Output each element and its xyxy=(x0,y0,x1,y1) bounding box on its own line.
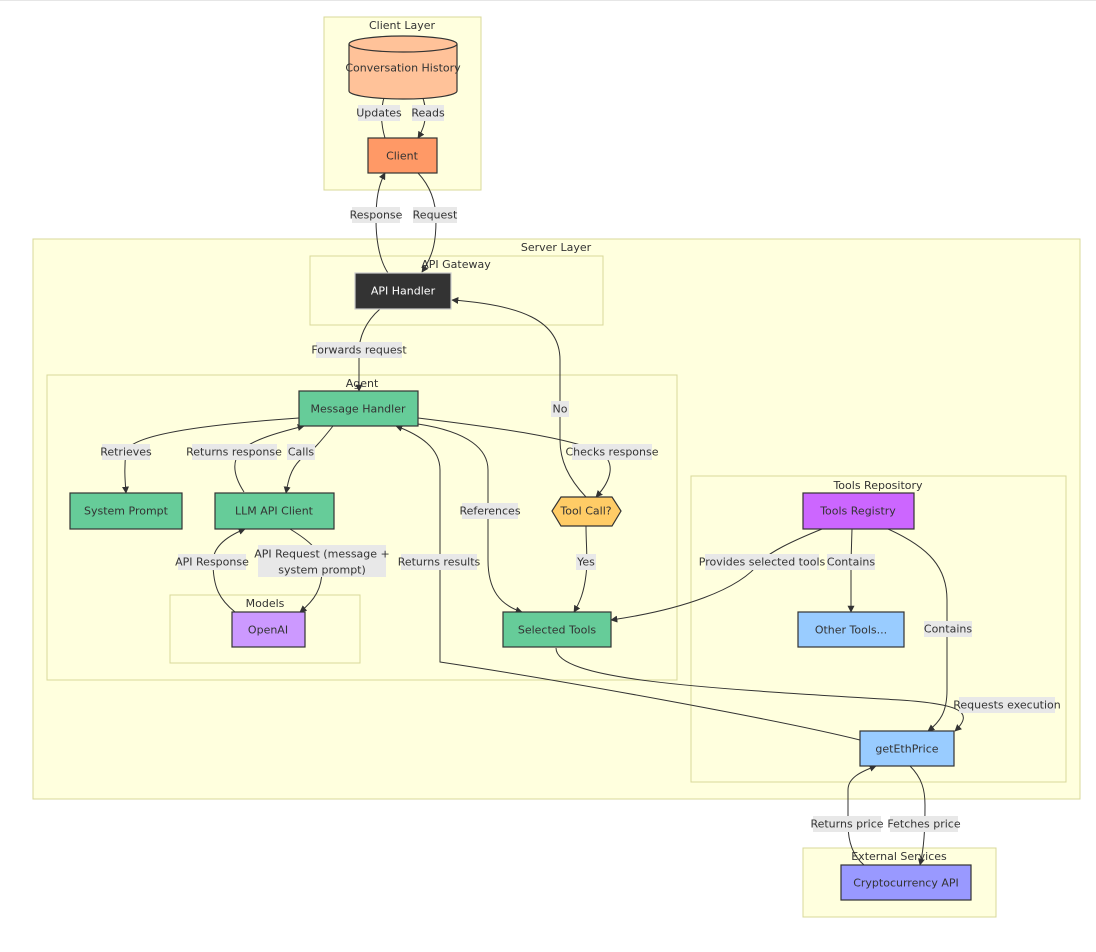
node-tool-call[interactable]: Tool Call? xyxy=(551,496,622,527)
node-tools-registry[interactable]: Tools Registry xyxy=(802,492,915,530)
svg-text:Response: Response xyxy=(350,209,403,222)
edge-returns-results xyxy=(395,424,861,741)
node-api-handler[interactable]: API Handler xyxy=(354,272,452,310)
edge-label-returns-price: Returns price xyxy=(810,816,884,832)
edge-label-request: Request xyxy=(413,207,458,223)
node-label: Conversation History xyxy=(345,62,461,75)
svg-text:References: References xyxy=(459,505,520,518)
edge-contains-eth xyxy=(887,528,948,732)
top-border xyxy=(0,0,1096,1)
edge-label-updates: Updates xyxy=(356,105,402,121)
cluster-label-models: Models xyxy=(246,597,285,610)
cluster-label-server-layer: Server Layer xyxy=(521,241,592,254)
edge-no xyxy=(451,296,587,498)
edge-label-api-response: API Response xyxy=(175,554,249,570)
edge-yes xyxy=(573,525,588,613)
edge-label-requests-execution: Requests execution xyxy=(953,697,1061,713)
node-label: OpenAI xyxy=(248,624,288,637)
edge-references xyxy=(417,423,523,614)
node-label: LLM API Client xyxy=(235,505,314,518)
svg-text:API Request (message +: API Request (message + xyxy=(254,548,390,561)
node-label: Cryptocurrency API xyxy=(853,877,959,890)
node-label: API Handler xyxy=(371,285,436,298)
edge-label-forwards-request: Forwards request xyxy=(311,342,407,358)
edge-label-retrieves: Retrieves xyxy=(100,444,152,460)
svg-text:Requests execution: Requests execution xyxy=(953,699,1061,712)
svg-text:system prompt): system prompt) xyxy=(278,564,366,577)
edge-label-provides-selected-tools: Provides selected tools xyxy=(699,554,826,570)
edge-label-yes: Yes xyxy=(576,554,596,570)
svg-text:Fetches price: Fetches price xyxy=(887,818,960,831)
node-label: Selected Tools xyxy=(518,624,597,637)
svg-text:Contains: Contains xyxy=(924,623,972,636)
edge-returns-price xyxy=(847,764,877,866)
svg-text:Updates: Updates xyxy=(356,107,402,120)
edge-label-checks-response: Checks response xyxy=(565,444,659,460)
svg-text:Checks response: Checks response xyxy=(565,446,658,459)
node-label: Other Tools... xyxy=(815,624,887,637)
node-conversation-history[interactable]: Conversation History xyxy=(345,35,461,100)
cluster-label-tools-repository: Tools Repository xyxy=(832,479,923,492)
edge-label-calls: Calls xyxy=(287,444,315,460)
edge-label-returns-response: Returns response xyxy=(186,444,282,460)
edge-label-returns-results: Returns results xyxy=(398,554,481,570)
edge-label-contains-eth: Contains xyxy=(924,621,972,637)
svg-text:Reads: Reads xyxy=(411,107,445,120)
edge-label-no: No xyxy=(551,401,569,417)
edge-label-references: References xyxy=(459,503,521,519)
node-label: Message Handler xyxy=(310,403,405,416)
node-label: System Prompt xyxy=(84,505,169,518)
node-label: Client xyxy=(386,150,419,163)
cluster-label-client-layer: Client Layer xyxy=(369,19,435,32)
cluster-label-api-gateway: API Gateway xyxy=(421,258,491,271)
edge-label-reads: Reads xyxy=(411,105,445,121)
cluster-label-agent: Agent xyxy=(346,377,379,390)
node-selected-tools[interactable]: Selected Tools xyxy=(502,611,612,648)
cluster-api-gateway: API Gateway xyxy=(309,255,604,326)
node-get-eth-price[interactable]: getEthPrice xyxy=(859,730,955,767)
cluster-label-external-services: External Services xyxy=(851,850,947,863)
node-message-handler[interactable]: Message Handler xyxy=(298,390,419,427)
svg-text:Forwards request: Forwards request xyxy=(311,344,407,357)
node-client[interactable]: Client xyxy=(367,137,438,174)
svg-text:No: No xyxy=(553,403,568,416)
node-openai[interactable]: OpenAI xyxy=(231,611,306,648)
svg-text:API Response: API Response xyxy=(175,556,249,569)
node-label: getEthPrice xyxy=(875,743,938,756)
svg-text:Request: Request xyxy=(413,209,458,222)
svg-text:Returns price: Returns price xyxy=(810,818,883,831)
node-label: Tools Registry xyxy=(819,505,896,518)
svg-text:Returns results: Returns results xyxy=(398,556,481,569)
node-system-prompt[interactable]: System Prompt xyxy=(69,492,183,530)
svg-text:Calls: Calls xyxy=(288,446,315,459)
edge-label-response: Response xyxy=(350,207,403,223)
svg-text:Yes: Yes xyxy=(576,556,595,569)
svg-text:Contains: Contains xyxy=(827,556,875,569)
edge-fetches-price xyxy=(909,765,926,866)
edge-label-fetches-price: Fetches price xyxy=(887,816,961,832)
node-llm-api-client[interactable]: LLM API Client xyxy=(214,492,335,530)
node-other-tools[interactable]: Other Tools... xyxy=(797,611,905,648)
edge-label-api-request: API Request (message + system prompt) xyxy=(254,545,390,577)
edge-label-contains-other: Contains xyxy=(827,554,875,570)
svg-text:Retrieves: Retrieves xyxy=(100,446,152,459)
svg-text:Returns response: Returns response xyxy=(186,446,282,459)
node-label: Tool Call? xyxy=(559,505,611,518)
node-crypto-api[interactable]: Cryptocurrency API xyxy=(840,864,972,901)
svg-text:Provides selected tools: Provides selected tools xyxy=(699,556,826,569)
